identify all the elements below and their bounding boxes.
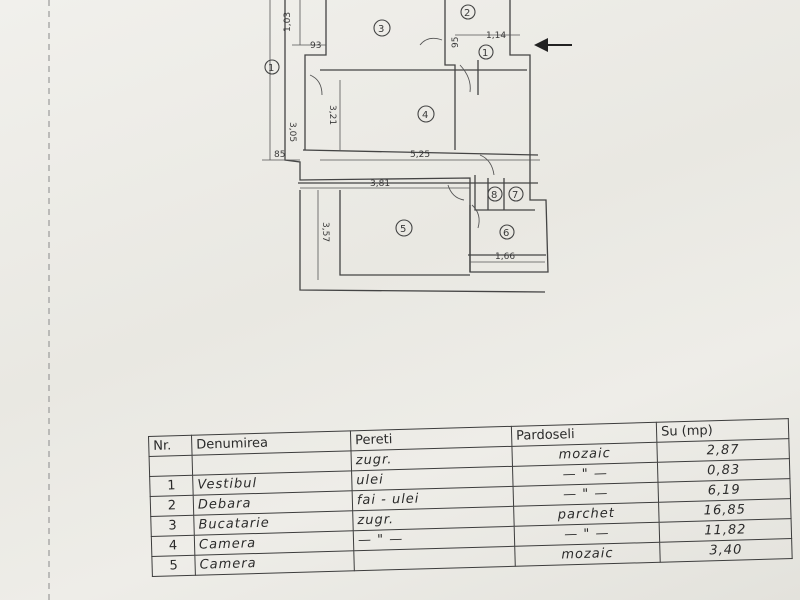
entrance-arrow-icon xyxy=(534,38,572,52)
dim-1-14: 1,14 xyxy=(486,31,506,41)
cell-pereti xyxy=(353,546,516,571)
room-number-1: 1 xyxy=(482,48,488,59)
floor-plan: 3 2 1 4 5 6 7 8 1 1,03 93 95 1,14 3,05 3… xyxy=(262,0,572,293)
fold-line xyxy=(48,0,50,600)
room-number-2: 2 xyxy=(464,8,470,19)
surface-table: Nr. Denumirea Pereti Pardoseli Su (mp) z… xyxy=(148,418,793,577)
cell-denumirea: Camera xyxy=(194,550,355,576)
room-number-1-outside: 1 xyxy=(268,63,274,74)
dim-3-81: 3,81 xyxy=(370,179,390,189)
dimension-lines xyxy=(262,0,545,280)
cell-nr xyxy=(149,455,193,477)
dim-1-03: 1,03 xyxy=(283,12,293,32)
cell-nr: 3 xyxy=(150,515,195,537)
room-labels: 3 2 1 4 5 6 7 8 1 xyxy=(264,4,524,240)
dim-95: 95 xyxy=(451,37,461,48)
header-nr: Nr. xyxy=(148,435,193,457)
dim-93: 93 xyxy=(310,41,321,51)
cell-nr: 5 xyxy=(151,555,196,577)
cell-nr: 2 xyxy=(150,495,194,517)
dim-5-25: 5,25 xyxy=(410,150,430,160)
room-number-8: 8 xyxy=(491,190,497,201)
door-arcs xyxy=(309,37,495,229)
room-number-4: 4 xyxy=(422,110,428,121)
dimension-labels: 1,03 93 95 1,14 3,05 3,21 85 5,25 3,81 3… xyxy=(274,12,515,262)
room-number-3: 3 xyxy=(378,24,384,35)
plan-walls xyxy=(284,0,549,293)
dim-85: 85 xyxy=(274,150,285,160)
dim-1-66: 1,66 xyxy=(495,252,515,262)
surface-table-wrapper: Nr. Denumirea Pereti Pardoseli Su (mp) z… xyxy=(148,418,793,600)
cell-su: 3,40 xyxy=(659,538,793,563)
dim-3-57: 3,57 xyxy=(320,222,330,242)
dim-3-05: 3,05 xyxy=(287,122,297,142)
cell-pardoseli: mozaic xyxy=(514,542,661,567)
room-number-5: 5 xyxy=(400,224,406,235)
cell-nr: 4 xyxy=(151,535,195,557)
dim-3-21: 3,21 xyxy=(327,105,337,125)
cell-nr: 1 xyxy=(149,475,194,497)
room-number-7: 7 xyxy=(512,190,518,201)
room-number-6: 6 xyxy=(503,228,509,239)
